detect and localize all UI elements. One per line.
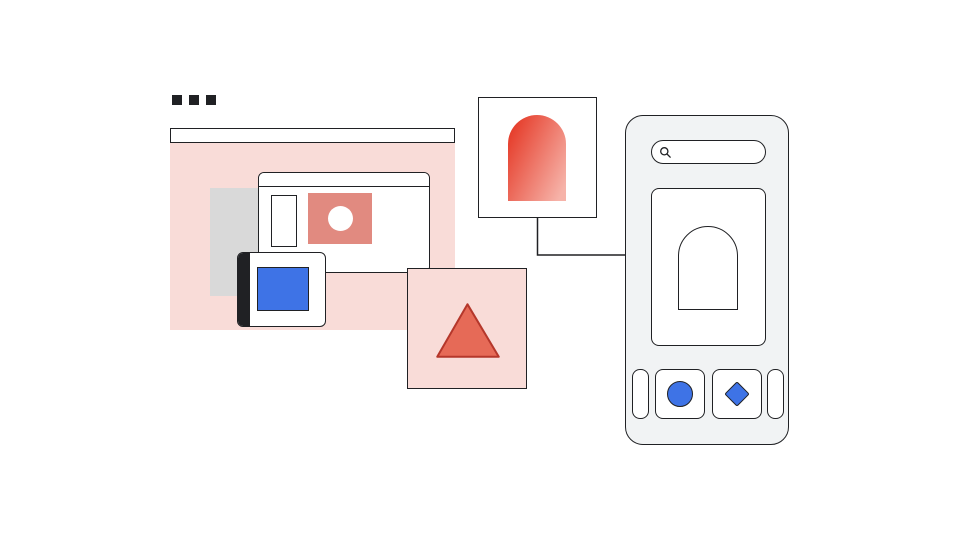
search-icon	[660, 146, 671, 158]
door-arch-shape	[678, 226, 738, 310]
app-tile-partial-left	[632, 369, 649, 419]
sidebar-rect	[271, 195, 297, 247]
arch-tile	[478, 97, 597, 218]
photo-circle-icon	[327, 206, 353, 231]
blue-circle-icon	[667, 381, 693, 407]
browser-window	[170, 128, 455, 330]
app-tile-partial-right	[767, 369, 784, 419]
image-placeholder	[308, 193, 372, 244]
menu-square-icon	[172, 95, 182, 105]
menu-square-icon	[189, 95, 199, 105]
browser-titlebar	[170, 128, 455, 143]
app-tile-circle	[655, 369, 705, 419]
notebook-card	[237, 252, 326, 327]
window-menu-dots	[172, 95, 216, 105]
phone-frame	[625, 115, 789, 445]
triangle-icon	[436, 303, 500, 358]
menu-square-icon	[206, 95, 216, 105]
arch-gradient-shape	[508, 115, 566, 201]
notebook-spine	[238, 253, 250, 326]
inner-card-toolbar	[259, 173, 429, 187]
pink-tile	[407, 268, 527, 389]
phone-search-bar	[651, 140, 766, 164]
browser-content	[170, 143, 455, 330]
phone-screen	[651, 188, 766, 346]
blue-diamond-icon	[724, 381, 750, 407]
blue-screen-rect	[257, 267, 309, 311]
app-tile-diamond	[712, 369, 762, 419]
